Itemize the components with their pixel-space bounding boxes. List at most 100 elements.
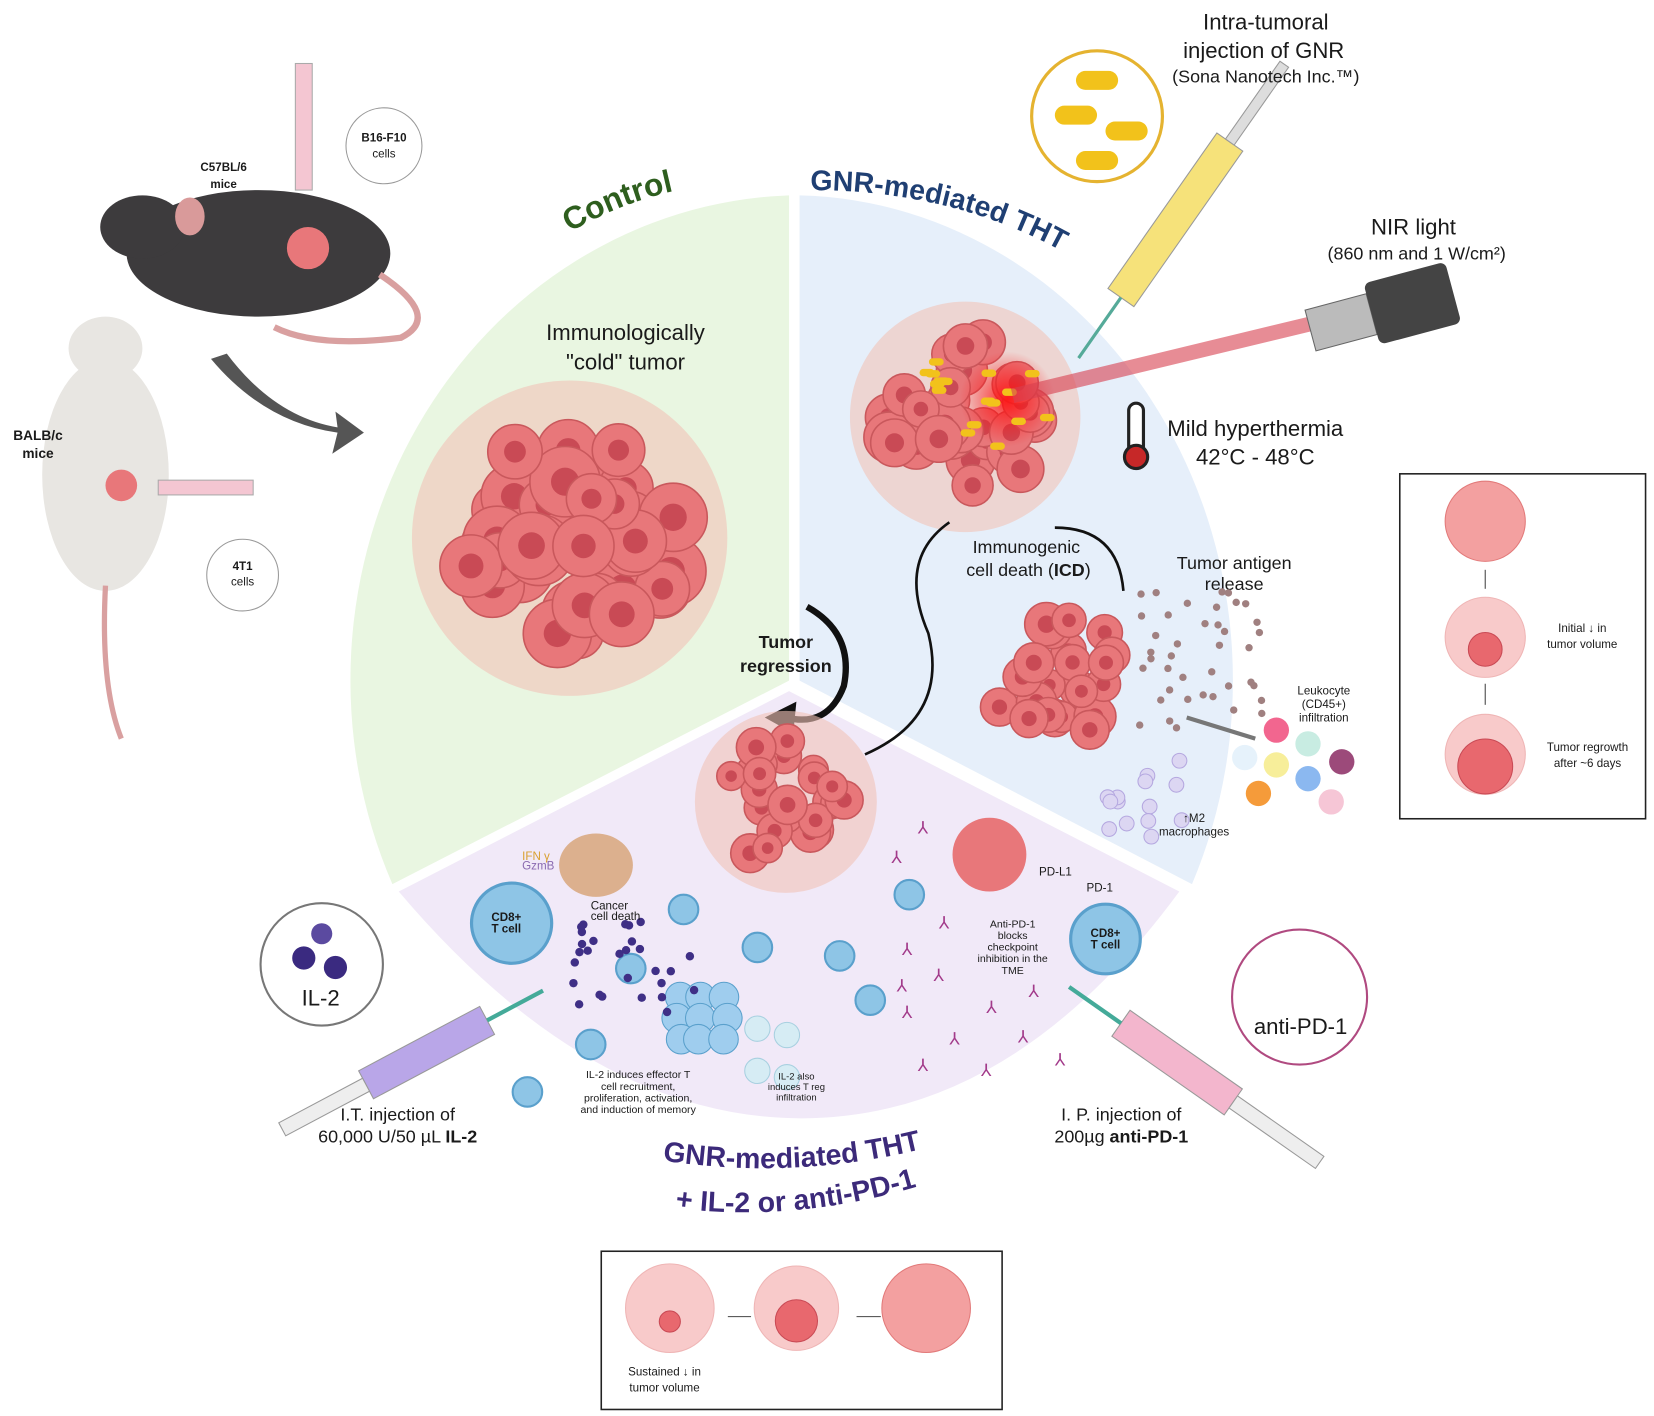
gold-nanorod <box>980 397 996 405</box>
leukocyte <box>1232 744 1258 771</box>
tumor-nucleus <box>659 503 687 531</box>
m2-macrophage <box>1137 773 1154 790</box>
gnr-rods <box>1054 70 1148 171</box>
leukocyte <box>1245 780 1272 807</box>
regrowth-1: Tumor regrowth <box>1547 741 1628 754</box>
antigen-label-1: Tumor antigen <box>1177 553 1292 573</box>
cd8-cell-left <box>469 881 554 965</box>
tumor-nucleus <box>1062 613 1076 628</box>
note-line: induces T reg <box>768 1082 825 1093</box>
ifn-label: IFN γ <box>522 850 550 863</box>
c57-label: C57BL/6 <box>200 161 247 174</box>
regrowth-tumors <box>1444 480 1526 796</box>
small-tumor <box>624 1263 715 1354</box>
t-cell <box>823 940 856 972</box>
il2-molecule <box>657 992 667 1002</box>
il2-molecule <box>689 985 699 995</box>
icd-arrow <box>1054 526 1125 592</box>
il2-molecule <box>685 952 695 961</box>
il2-molecule <box>651 966 660 976</box>
anti-pd1-antibody: ⅄ <box>901 1003 913 1022</box>
gnr-bubble <box>1030 49 1165 184</box>
b16-label: B16-F10 <box>361 132 406 145</box>
t-cell <box>574 1028 607 1061</box>
leukocyte <box>1295 766 1321 792</box>
initial-decrease-1: Initial ↓ in <box>1558 622 1606 635</box>
anti-pd1-antibody: ⅄ <box>890 848 902 867</box>
il2-molecule <box>637 993 646 1002</box>
tumor-antigen <box>1137 612 1146 620</box>
il2-molecule <box>621 945 631 955</box>
leukocytes <box>1099 588 1355 845</box>
leukocyte <box>1263 717 1290 743</box>
small-tumor-core <box>1457 738 1514 795</box>
il2-injection-1: I.T. injection of <box>340 1104 455 1124</box>
tumor-antigen <box>1147 655 1155 663</box>
m2-macrophage <box>1171 752 1188 769</box>
icd-label-2: cell death (ICD) <box>966 560 1091 580</box>
tumor-nucleus <box>518 532 545 560</box>
il2-molecule <box>636 917 645 927</box>
tumor-antigen <box>1151 631 1160 640</box>
combo-sector <box>398 691 1180 1119</box>
tumor-antigen <box>1245 644 1253 652</box>
treg-cell <box>744 1057 771 1085</box>
small-tumor-core <box>774 1299 819 1343</box>
syringe-4t1 <box>157 479 254 496</box>
pdl1-label: PD-L1 <box>1039 866 1072 879</box>
il2-molecule <box>311 923 333 945</box>
tumor-nucleus <box>581 488 602 509</box>
arrow-to-control <box>210 353 364 454</box>
balb-mouse <box>42 316 169 740</box>
il2-molecule <box>621 920 630 929</box>
gold-nanorod <box>931 386 947 394</box>
gold-nanorods <box>919 358 1055 450</box>
tumor-nucleus <box>1037 615 1056 633</box>
anti-pd1-antibody: ⅄ <box>1054 1051 1066 1070</box>
gnr-injection-2: injection of GNR <box>1183 38 1344 63</box>
t-cell <box>893 878 926 911</box>
small-tumor-core <box>658 1310 681 1333</box>
gnr-injection-3: (Sona Nanotech Inc.™) <box>1172 66 1359 86</box>
m2-label-2: macrophages <box>1159 826 1229 839</box>
tumor-nucleus <box>1011 459 1030 479</box>
icd-to-combo-arrow <box>864 521 951 756</box>
tumor-nucleus <box>608 439 630 461</box>
tumor-antigen <box>1257 696 1266 705</box>
il2-molecule <box>323 955 348 980</box>
tumor-antigen <box>1220 627 1229 636</box>
t-cell <box>511 1076 544 1108</box>
cd8-label-left-1: CD8+ <box>491 911 521 924</box>
tumor-antigen <box>1241 600 1250 608</box>
il2-molecule <box>576 922 586 932</box>
tumor-nucleus <box>504 440 526 463</box>
anti-pd1-antibody: ⅄ <box>985 998 997 1017</box>
tumor-nucleus <box>753 767 767 781</box>
anti-pd1-bubble <box>1231 928 1369 1066</box>
nir-laser-beam <box>1010 314 1321 403</box>
tumor-nucleus <box>884 433 905 453</box>
gold-nanorod <box>933 377 948 386</box>
tumor-nucleus <box>1065 655 1080 670</box>
thermometer-icon <box>1122 401 1150 471</box>
note-line: checkpoint <box>987 942 1037 954</box>
note-line: Anti-PD-1 <box>990 918 1036 930</box>
gnr-injection-1: Intra-tumoral <box>1203 10 1329 35</box>
t-cell <box>667 893 700 926</box>
gold-nanorod <box>966 421 982 429</box>
tumor-nucleus <box>761 842 774 854</box>
sustained-tumors <box>624 1263 971 1354</box>
il2-molecule <box>666 966 676 976</box>
il2-injection-2: 60,000 U/50 µL IL-2 <box>318 1127 477 1147</box>
leukocyte <box>1263 752 1290 778</box>
anti-pd1-antibody: ⅄ <box>980 1061 992 1080</box>
tumor-nucleus <box>779 797 796 813</box>
m2-macrophage <box>1143 828 1160 845</box>
tumor-antigen <box>1164 611 1172 619</box>
gzmb-label: GzmB <box>522 859 554 872</box>
il2-molecule <box>577 939 587 949</box>
tumor-antigen <box>1199 691 1207 699</box>
m2-macrophage <box>1140 813 1157 829</box>
treg-cell <box>773 1021 801 1049</box>
cancer-death-label-1: Cancer <box>591 899 629 912</box>
